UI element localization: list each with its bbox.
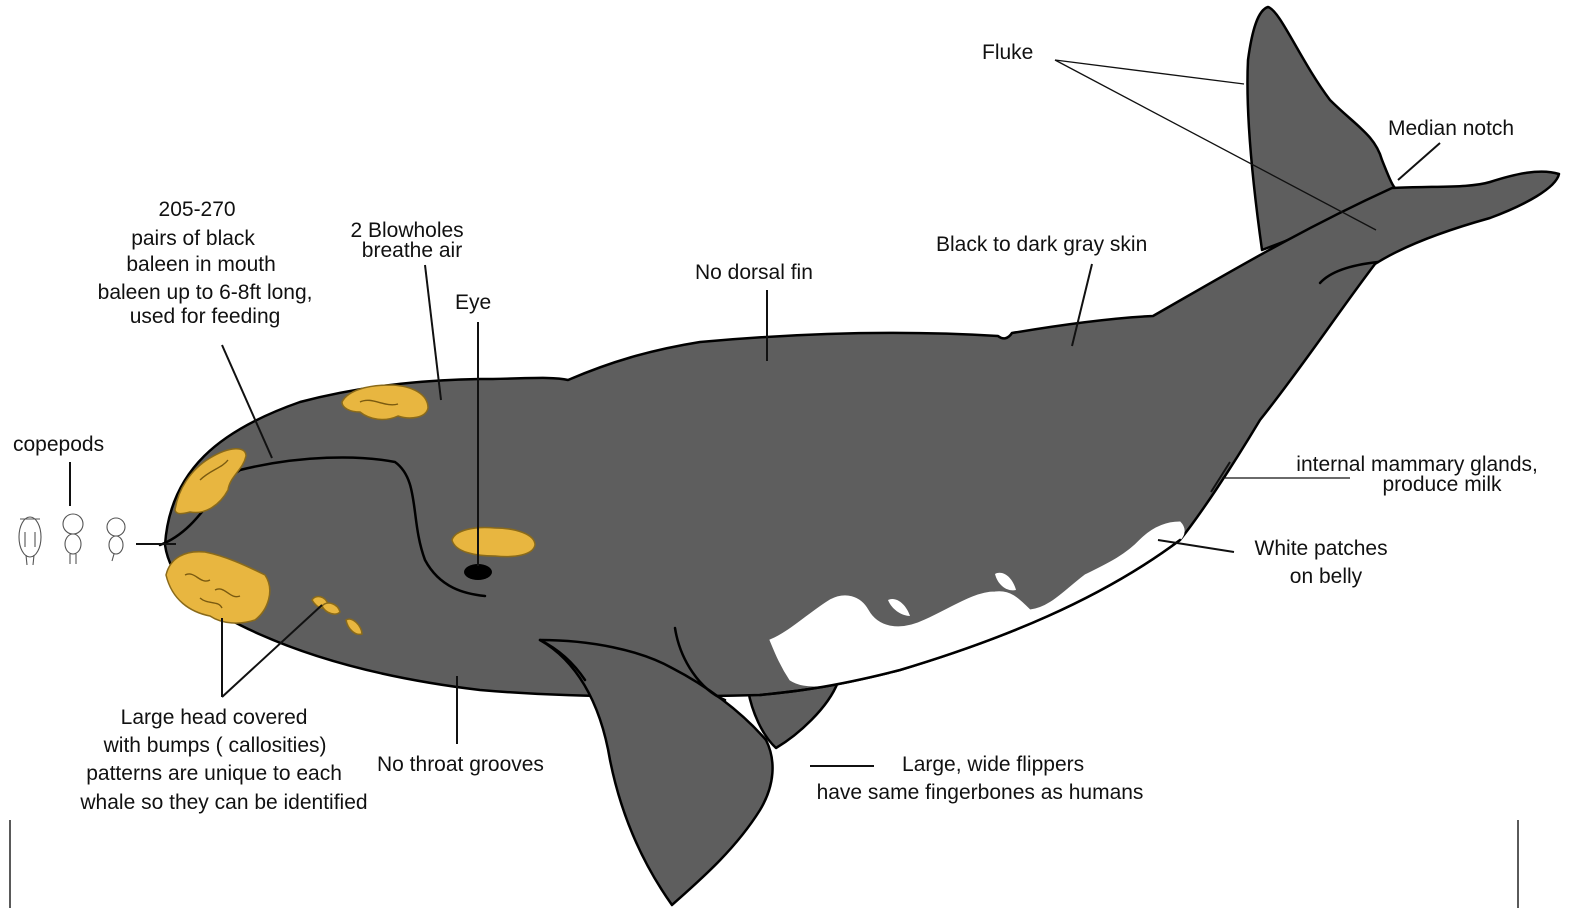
label-white-patches-line: on belly xyxy=(1290,565,1363,588)
callosity-eye xyxy=(452,528,535,557)
label-baleen-line: baleen in mouth xyxy=(126,253,275,276)
label-baleen-line: baleen up to 6-8ft long, xyxy=(98,281,313,304)
label-fluke: Fluke xyxy=(982,41,1033,64)
label-baleen-line: used for feeding xyxy=(130,305,281,328)
label-blowholes-line: breathe air xyxy=(362,239,462,262)
leader-fluke-1 xyxy=(1055,60,1244,84)
label-baleen: 205-270 pairs of black baleen in mouth b… xyxy=(98,198,319,328)
copepod-icon xyxy=(63,514,83,564)
label-head-bumps-line: whale so they can be identified xyxy=(79,791,367,814)
label-flippers-line: Large, wide flippers xyxy=(902,753,1084,776)
label-head-bumps-line: Large head covered xyxy=(121,706,308,729)
whale-eye xyxy=(464,564,492,580)
label-head-bumps: Large head covered with bumps ( callosit… xyxy=(79,706,367,814)
label-white-patches-line: White patches xyxy=(1255,537,1388,560)
copepod-icon xyxy=(107,518,125,561)
label-mammary: internal mammary glands, produce milk xyxy=(1296,453,1543,496)
label-mammary-line: produce milk xyxy=(1382,473,1502,496)
label-flippers-line: have same fingerbones as humans xyxy=(817,781,1144,804)
label-white-patches: White patches on belly xyxy=(1255,537,1394,588)
label-baleen-line: pairs of black xyxy=(131,227,255,250)
label-baleen-line: 205-270 xyxy=(159,198,236,221)
label-skin: Black to dark gray skin xyxy=(936,233,1147,256)
label-eye: Eye xyxy=(455,291,491,314)
label-flippers: Large, wide flippers have same fingerbon… xyxy=(817,753,1144,804)
label-median-notch: Median notch xyxy=(1388,117,1514,140)
copepod-icon xyxy=(19,517,41,565)
label-copepods: copepods xyxy=(13,433,104,456)
label-no-throat-grooves: No throat grooves xyxy=(377,753,544,776)
leader-median-notch xyxy=(1398,143,1440,180)
label-blowholes: 2 Blowholes breathe air xyxy=(350,219,469,262)
label-head-bumps-line: with bumps ( callosities) xyxy=(103,734,327,757)
label-no-dorsal-fin: No dorsal fin xyxy=(695,261,813,284)
label-head-bumps-line: patterns are unique to each xyxy=(86,762,342,785)
